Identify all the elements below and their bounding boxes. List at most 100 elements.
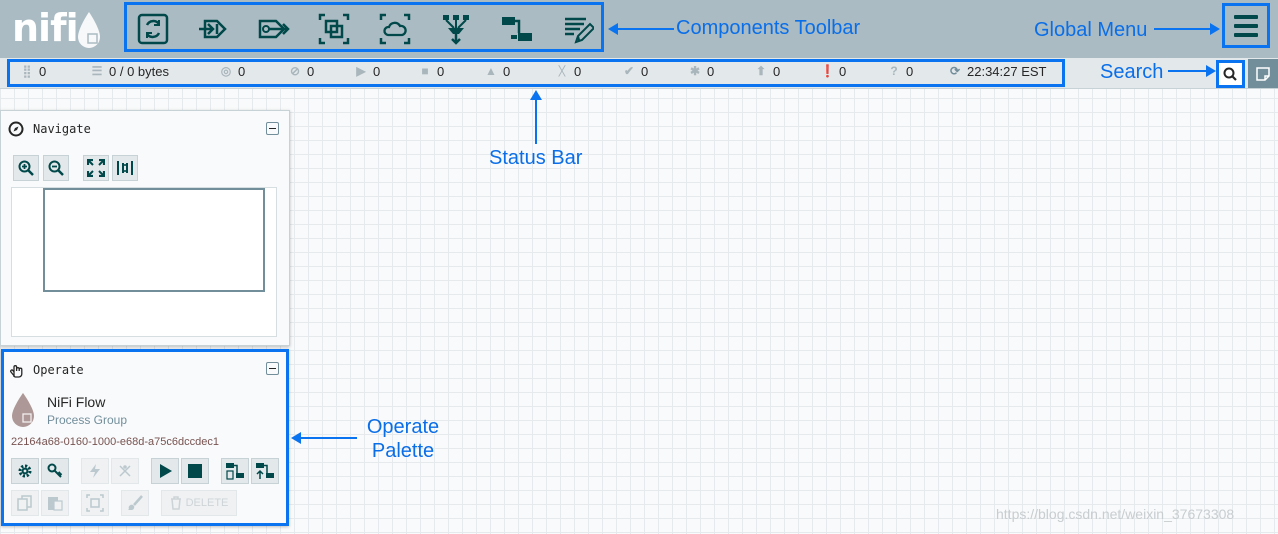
enable-button[interactable] bbox=[81, 458, 109, 484]
remote-process-group-tool[interactable] bbox=[379, 13, 411, 45]
operate-callout-line1: Operate bbox=[366, 416, 440, 438]
fit-screen-icon bbox=[87, 159, 105, 177]
stat-locally-modified: ✱0 bbox=[688, 63, 714, 79]
list-icon: ☰ bbox=[91, 64, 103, 78]
upload-template-icon bbox=[256, 463, 274, 479]
hamburger-bar bbox=[1234, 24, 1258, 28]
stat-invalid: ▲0 bbox=[484, 63, 510, 79]
stat-value: 0 bbox=[707, 63, 715, 79]
warning-icon: ▲ bbox=[485, 64, 497, 78]
header: nifi bbox=[0, 0, 1278, 58]
stat-value: 0 bbox=[641, 63, 649, 79]
status-bar-callout: Status Bar bbox=[489, 147, 583, 169]
operate-collapse-button[interactable] bbox=[266, 362, 279, 375]
input-port-icon bbox=[199, 19, 227, 39]
nifi-logo: nifi bbox=[12, 6, 112, 50]
key-icon bbox=[47, 463, 63, 478]
lightning-icon bbox=[90, 464, 100, 478]
operate-callout-arrow bbox=[291, 432, 357, 444]
component-id: 22164a68-0160-1000-e68d-a75c6dccdec1 bbox=[11, 436, 219, 448]
upload-template-button[interactable] bbox=[251, 458, 279, 484]
watermark-text: https://blog.csdn.net/weixin_37673308 bbox=[996, 506, 1235, 522]
label-tool[interactable] bbox=[562, 13, 596, 45]
stat-value: 0 bbox=[437, 63, 445, 79]
stop-button[interactable] bbox=[181, 458, 209, 484]
zoom-in-button[interactable] bbox=[13, 155, 39, 181]
stat-sync-failure: ?0 bbox=[887, 63, 913, 79]
global-menu-button[interactable] bbox=[1222, 3, 1270, 48]
bulletin-board-button[interactable] bbox=[1248, 59, 1278, 88]
birdseye-view[interactable] bbox=[11, 187, 277, 337]
process-group-tool[interactable] bbox=[318, 13, 350, 45]
not-transmitting-icon: ⊘ bbox=[289, 64, 301, 78]
paste-button[interactable] bbox=[41, 490, 69, 516]
hand-pointer-icon bbox=[10, 365, 23, 378]
search-icon bbox=[1223, 67, 1237, 81]
note-icon bbox=[1256, 67, 1270, 81]
process-group-drop-icon bbox=[12, 393, 34, 427]
navigate-panel: Navigate bbox=[0, 110, 290, 346]
paintbrush-icon bbox=[128, 495, 143, 510]
stat-value: 0 bbox=[238, 63, 246, 79]
toolbar-callout-arrow bbox=[608, 23, 674, 35]
access-policies-button[interactable] bbox=[41, 458, 69, 484]
group-button[interactable] bbox=[81, 490, 109, 516]
operate-panel: Operate NiFi Flow Process Group 22164a68… bbox=[1, 349, 289, 526]
configure-button[interactable] bbox=[11, 458, 39, 484]
processor-icon bbox=[137, 13, 169, 45]
refresh-icon[interactable]: ⟳ bbox=[949, 64, 961, 78]
disable-button[interactable] bbox=[111, 458, 139, 484]
stat-locally-modified-stale: ❗0 bbox=[820, 63, 846, 79]
template-tool[interactable] bbox=[501, 13, 533, 45]
zoom-out-button[interactable] bbox=[43, 155, 69, 181]
output-port-icon bbox=[258, 19, 290, 39]
fit-button[interactable] bbox=[83, 155, 109, 181]
processor-tool[interactable] bbox=[137, 13, 169, 45]
search-callout: Search bbox=[1100, 61, 1164, 83]
compass-icon bbox=[8, 121, 24, 137]
remote-process-group-icon bbox=[379, 13, 411, 45]
stat-value: 0 bbox=[839, 63, 847, 79]
asterisk-icon: ✱ bbox=[689, 64, 701, 78]
drop-icon bbox=[78, 12, 100, 48]
template-icon bbox=[502, 17, 532, 41]
input-port-tool[interactable] bbox=[197, 13, 229, 45]
delete-button[interactable]: DELETE bbox=[161, 490, 237, 516]
label-icon bbox=[565, 17, 596, 44]
change-color-button[interactable] bbox=[121, 490, 149, 516]
actual-size-button[interactable] bbox=[112, 155, 138, 181]
refresh-time: 22:34:27 EST bbox=[967, 63, 1047, 79]
stat-not-transmitting: ⊘0 bbox=[288, 63, 314, 79]
stat-last-refreshed[interactable]: ⟳ 22:34:27 EST bbox=[948, 63, 1047, 79]
birdseye-viewport[interactable] bbox=[43, 188, 265, 292]
funnel-tool[interactable] bbox=[440, 13, 472, 45]
stat-value: 0 bbox=[373, 63, 381, 79]
stat-value: 0 bbox=[574, 63, 582, 79]
create-template-button[interactable] bbox=[221, 458, 249, 484]
stat-value: 0 bbox=[39, 63, 47, 79]
up-arrow-icon: ⬆ bbox=[755, 64, 767, 78]
navigate-title: Navigate bbox=[33, 122, 91, 136]
stop-icon: ■ bbox=[421, 64, 429, 78]
actual-size-icon bbox=[117, 161, 133, 175]
hamburger-bar bbox=[1234, 33, 1258, 37]
delete-label: DELETE bbox=[185, 497, 229, 509]
operate-palette-callout: Operate Palette bbox=[366, 416, 440, 463]
global-menu-callout-arrow bbox=[1154, 23, 1220, 35]
copy-button[interactable] bbox=[11, 490, 39, 516]
gear-icon bbox=[18, 464, 32, 478]
stat-value: 0 bbox=[906, 63, 914, 79]
stat-up-to-date: ✔0 bbox=[622, 63, 648, 79]
stat-value: 0 bbox=[503, 63, 511, 79]
search-callout-arrow bbox=[1168, 65, 1216, 77]
exclamation-icon: ❗ bbox=[820, 64, 835, 78]
logo-text: nifi bbox=[12, 6, 79, 50]
navigate-collapse-button[interactable] bbox=[266, 122, 279, 135]
output-port-tool[interactable] bbox=[258, 13, 290, 45]
zoom-out-icon bbox=[48, 160, 64, 176]
start-button[interactable] bbox=[151, 458, 179, 484]
stat-stale: ⬆0 bbox=[754, 63, 780, 79]
components-toolbar bbox=[124, 2, 604, 52]
zoom-in-icon bbox=[18, 160, 34, 176]
search-button[interactable] bbox=[1216, 60, 1245, 88]
